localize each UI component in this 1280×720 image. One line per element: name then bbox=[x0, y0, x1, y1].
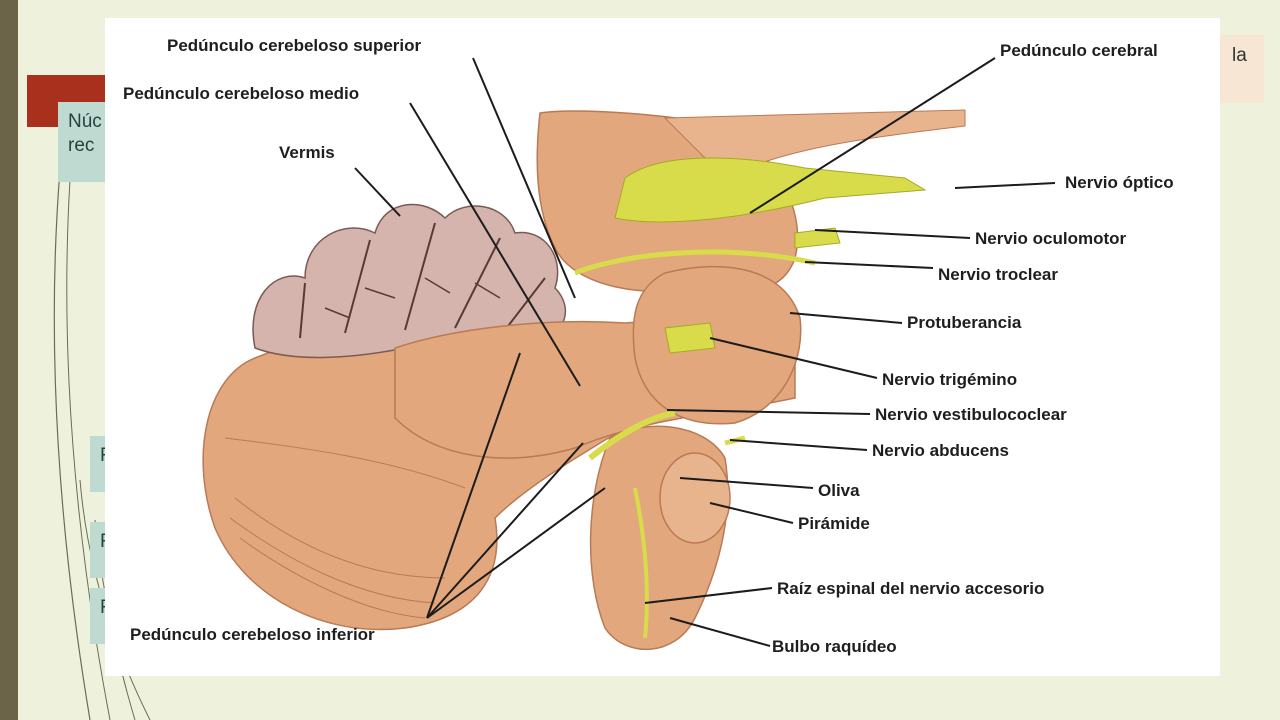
label-abducens-nerve: Nervio abducens bbox=[872, 441, 1009, 460]
background-text: la bbox=[1232, 45, 1247, 66]
label-trigeminal-nerve: Nervio trigémino bbox=[882, 370, 1017, 389]
label-middle-peduncle: Pedúnculo cerebeloso medio bbox=[123, 84, 359, 103]
label-accessory-root: Raíz espinal del nervio accesorio bbox=[777, 579, 1044, 598]
olive bbox=[659, 452, 731, 544]
pons bbox=[632, 265, 802, 425]
trigeminal-nerve bbox=[664, 322, 716, 354]
accessory-root bbox=[633, 487, 649, 639]
vestibulocochlear-nerve bbox=[588, 410, 676, 461]
leader-lines bbox=[354, 57, 1056, 647]
label-pons: Protuberancia bbox=[907, 313, 1022, 332]
label-cerebral-peduncle: Pedúnculo cerebral bbox=[1000, 41, 1158, 60]
trochlear-nerve bbox=[574, 249, 816, 276]
background-text: Núc rec bbox=[68, 111, 102, 156]
label-optic-nerve: Nervio óptico bbox=[1065, 173, 1174, 192]
nerves bbox=[574, 157, 927, 639]
label-trochlear-nerve: Nervio troclear bbox=[938, 265, 1058, 284]
label-vestibulocochlear-nerve: Nervio vestibulococlear bbox=[875, 405, 1067, 424]
optic-nerve bbox=[614, 157, 927, 223]
label-pyramid: Pirámide bbox=[798, 514, 870, 533]
brainstem-figure: Pedúnculo cerebeloso superior Pedúnculo … bbox=[105, 18, 1220, 676]
slide-left-bar bbox=[0, 0, 18, 720]
label-olive: Oliva bbox=[818, 481, 860, 500]
vermis-folia bbox=[252, 203, 566, 359]
label-medulla: Bulbo raquídeo bbox=[772, 637, 897, 656]
label-superior-peduncle: Pedúnculo cerebeloso superior bbox=[167, 36, 422, 55]
label-oculomotor-nerve: Nervio oculomotor bbox=[975, 229, 1127, 248]
background-text-box-right: la bbox=[1218, 35, 1264, 103]
label-inferior-peduncle: Pedúnculo cerebeloso inferior bbox=[130, 625, 375, 644]
anatomy-illustration: Pedúnculo cerebeloso superior Pedúnculo … bbox=[123, 36, 1174, 656]
label-vermis: Vermis bbox=[279, 143, 335, 162]
